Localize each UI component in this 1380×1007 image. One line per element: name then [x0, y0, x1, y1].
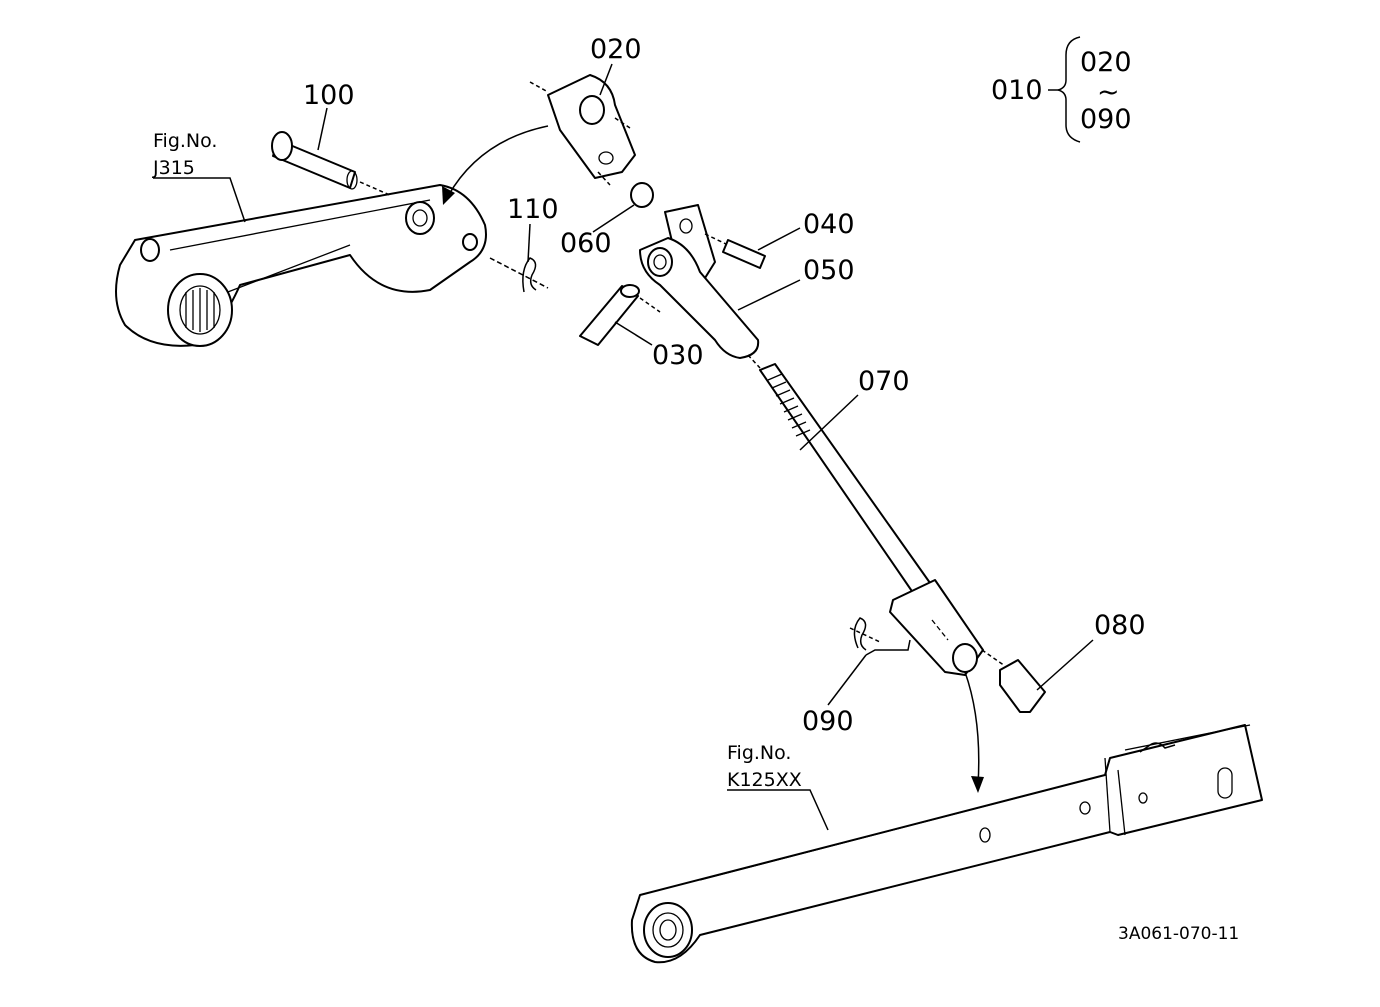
callout-100: 100 — [303, 80, 355, 111]
ball-060 — [630, 182, 654, 208]
clip-090 — [849, 617, 881, 651]
callout-110: 110 — [507, 194, 559, 225]
lower-link — [630, 724, 1263, 964]
lift-arm — [115, 184, 487, 347]
pin-100 — [271, 131, 393, 197]
lower-clevis — [889, 579, 984, 676]
assembly-arrow-lower — [964, 671, 984, 793]
callout-090: 090 — [802, 706, 854, 737]
fig-ref-lower-number: K125XX — [727, 769, 802, 791]
clip-110 — [489, 257, 549, 293]
callout-080: 080 — [1094, 610, 1146, 641]
diagram-code: 3A061-070-11 — [1118, 924, 1239, 944]
fig-ref-upper-number: J315 — [152, 157, 195, 179]
leader-lines — [153, 63, 1094, 831]
assembly-arrow-upper — [442, 125, 549, 205]
callout-050: 050 — [803, 255, 855, 286]
clevis-050 — [639, 204, 760, 359]
assembly-to: 090 — [1080, 104, 1132, 135]
assembly-parent: 010 — [991, 75, 1043, 106]
assembly-from: 020 — [1080, 47, 1132, 78]
callout-040: 040 — [803, 209, 855, 240]
callout-060: 060 — [560, 228, 612, 259]
fig-ref-lower-prefix: Fig.No. — [727, 742, 791, 764]
assembly-bracket — [1048, 36, 1081, 143]
pin-030 — [579, 284, 661, 346]
callout-070: 070 — [858, 366, 910, 397]
assembly-range-mark: ~ — [1097, 77, 1120, 108]
callout-020: 020 — [590, 34, 642, 65]
pin-040 — [704, 233, 766, 269]
pin-080 — [981, 649, 1046, 713]
callout-030: 030 — [652, 340, 704, 371]
fig-ref-upper-prefix: Fig.No. — [153, 130, 217, 152]
yoke-020 — [529, 74, 636, 186]
